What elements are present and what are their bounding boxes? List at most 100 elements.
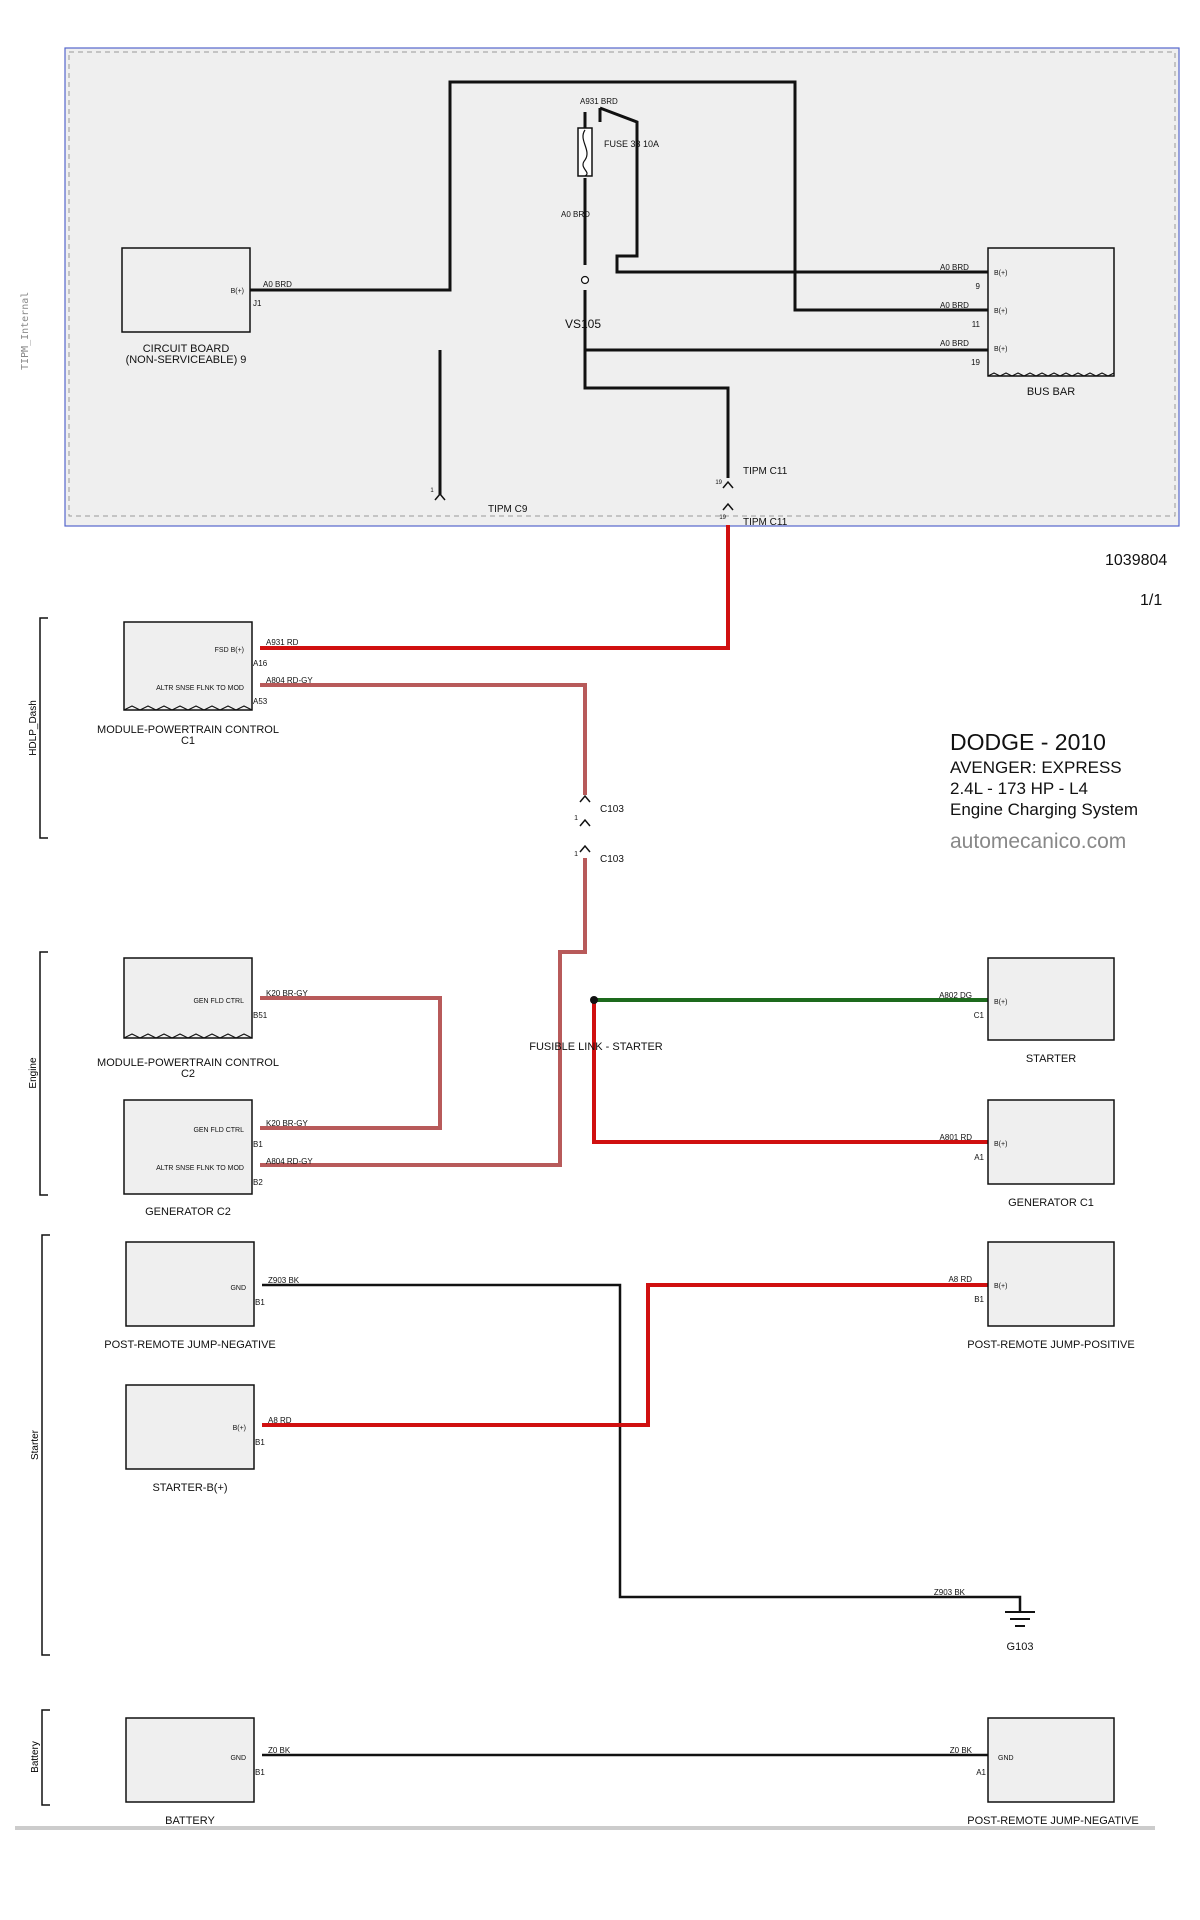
wire-a931-rd — [260, 525, 730, 650]
starter-bplus-pin-num: B1 — [255, 1438, 265, 1447]
wire-label-a0-brd-11: A0 BRD — [940, 301, 969, 310]
wire-label-a931-brd: A931 BRD — [580, 97, 618, 106]
splice-vs105-node — [580, 275, 590, 285]
tipm-c11-lower-name: TIPM C11 — [743, 517, 788, 528]
site-name: automecanico.com — [950, 829, 1127, 853]
generator-c2-box — [123, 1099, 253, 1195]
gen-c1-name: GENERATOR C1 — [1008, 1197, 1094, 1209]
c103-lower-name: C103 — [600, 854, 624, 865]
jump-neg-2-name: POST-REMOTE JUMP-NEGATIVE — [967, 1815, 1139, 1827]
battery-box — [125, 1717, 255, 1803]
wire-cb-to-busbar-11 — [250, 80, 990, 312]
wire-label-a8-rd-2: A8 RD — [268, 1416, 292, 1425]
c103-upper-name: C103 — [600, 804, 624, 815]
doc-id: 1039804 — [1105, 552, 1168, 569]
busbar-pin-19-num: 19 — [971, 358, 980, 367]
busbar-pin-9-num: 9 — [976, 282, 981, 291]
jump-pos-name: POST-REMOTE JUMP-POSITIVE — [967, 1339, 1134, 1351]
wire-k20-br-gy — [260, 996, 442, 1130]
cb-pin-num: J1 — [253, 299, 262, 308]
jump-neg-2-pin-num: A1 — [976, 1768, 986, 1777]
starter-pin-label: B(+) — [994, 999, 1007, 1006]
pcm-c1-box — [123, 621, 253, 711]
ground-name: G103 — [1007, 1641, 1034, 1653]
jump-neg-1-pin-num: B1 — [255, 1298, 265, 1307]
gen-c2-pin1-label: GEN FLD CTRL — [193, 1127, 244, 1134]
battery-pin-num: B1 — [255, 1768, 265, 1777]
fusible-link-name: FUSIBLE LINK - STARTER — [529, 1041, 663, 1053]
wire-label-a804-rd-gy-2: A804 RD-GY — [266, 1157, 313, 1166]
jump-neg-2-pin-label: GND — [998, 1755, 1014, 1762]
fuse-label: FUSE 33 10A — [604, 139, 659, 149]
starter-bplus-name: STARTER-B(+) — [152, 1482, 227, 1494]
pcm-c1-pin1-label: FSD B(+) — [215, 647, 244, 654]
wire-label-a804-rd-gy-1: A804 RD-GY — [266, 676, 313, 685]
wire-label-a0-brd-cb: A0 BRD — [263, 280, 292, 289]
section-label-engine: Engine — [28, 1057, 39, 1089]
busbar-name: BUS BAR — [1027, 386, 1075, 398]
vehicle-model: AVENGER: EXPRESS — [950, 757, 1122, 777]
battery-name: BATTERY — [165, 1815, 215, 1827]
section-label-battery: Battery — [30, 1741, 41, 1773]
tipm-c9-pin: 1 — [430, 488, 434, 494]
cb-name-1: CIRCUIT BOARD — [143, 343, 230, 355]
pcm-c2-pin-label: GEN FLD CTRL — [193, 998, 244, 1005]
wire-a804-rd-gy-upper — [260, 683, 587, 795]
vehicle-system: Engine Charging System — [950, 800, 1139, 820]
starter-bplus-box — [125, 1384, 255, 1470]
section-label-hdlp: HDLP_Dash — [28, 700, 39, 756]
battery-pin-label: GND — [230, 1755, 246, 1762]
gen-c1-pin-num: A1 — [974, 1153, 984, 1162]
fusible-link-node — [590, 996, 598, 1004]
vehicle-engine: 2.4L - 173 HP - L4 — [950, 779, 1088, 798]
jump-pos-pin-num: B1 — [974, 1295, 984, 1304]
wire-label-k20-2: K20 BR-GY — [266, 1119, 308, 1128]
gen-c1-pin-label: B(+) — [994, 1141, 1007, 1148]
jump-neg-1-pin-label: GND — [230, 1285, 246, 1292]
tipm-c9-name: TIPM C9 — [488, 504, 528, 515]
pcm-c1-pin2-label: ALTR SNSE FLNK TO MOD — [156, 685, 244, 692]
pcm-c2-torn-edge — [123, 1033, 253, 1039]
wire-label-z903-1: Z903 BK — [268, 1276, 300, 1285]
wire-a801-rd — [592, 1000, 990, 1144]
splice-label: VS105 — [565, 317, 601, 331]
wire-label-k20-1: K20 BR-GY — [266, 989, 308, 998]
vehicle-make-year: DODGE - 2010 — [950, 729, 1106, 755]
wire-splice-to-tipm-c11 — [583, 350, 730, 478]
jump-neg-1-name: POST-REMOTE JUMP-NEGATIVE — [104, 1339, 276, 1351]
tipm-connector-chevrons — [434, 480, 734, 511]
starter-box — [987, 957, 1115, 1041]
section-label-starter: Starter — [30, 1429, 41, 1460]
wire-label-z0-1: Z0 BK — [268, 1746, 291, 1755]
pcm-c1-torn-edge — [123, 705, 253, 711]
pcm-c2-sub: C2 — [181, 1068, 195, 1080]
page-number: 1/1 — [1140, 592, 1163, 609]
starter-pin-num: C1 — [974, 1011, 985, 1020]
cb-name-2: (NON-SERVICEABLE) 9 — [126, 354, 247, 366]
wire-label-a802-dg: A802 DG — [939, 991, 972, 1000]
tipm-c11-upper-name: TIPM C11 — [743, 466, 788, 477]
pcm-c2-name: MODULE-POWERTRAIN CONTROL — [97, 1057, 279, 1069]
tipm-c11-lower-pin: 19 — [719, 515, 726, 521]
section-brackets — [39, 617, 50, 1806]
generator-c1-box — [987, 1099, 1115, 1185]
pcm-c1-name: MODULE-POWERTRAIN CONTROL — [97, 724, 279, 736]
busbar-pin-19-label: B(+) — [994, 346, 1007, 353]
tipm-internal-dashed-border — [68, 51, 1176, 517]
wire-z903-bk — [262, 1283, 1022, 1612]
pcm-c1-pin2-num: A53 — [253, 697, 268, 706]
busbar-pin-9-label: B(+) — [994, 270, 1007, 277]
wire-fuse-to-busbar-9 — [599, 106, 990, 274]
circuit-board-box — [121, 247, 251, 333]
pcm-c1-pin1-num: A16 — [253, 659, 268, 668]
gen-c2-name: GENERATOR C2 — [145, 1206, 231, 1218]
busbar-pin-11-num: 11 — [972, 320, 981, 329]
fuse-element — [582, 129, 588, 177]
jump-pos-box — [987, 1241, 1115, 1327]
gen-c2-pin1-num: B1 — [253, 1140, 263, 1149]
wire-a804-rd-gy-lower — [260, 858, 587, 1167]
zone-label: TIPM_Internal — [20, 292, 31, 370]
ground-symbol — [1005, 1611, 1035, 1627]
bus-bar-torn-edge — [987, 372, 1115, 377]
